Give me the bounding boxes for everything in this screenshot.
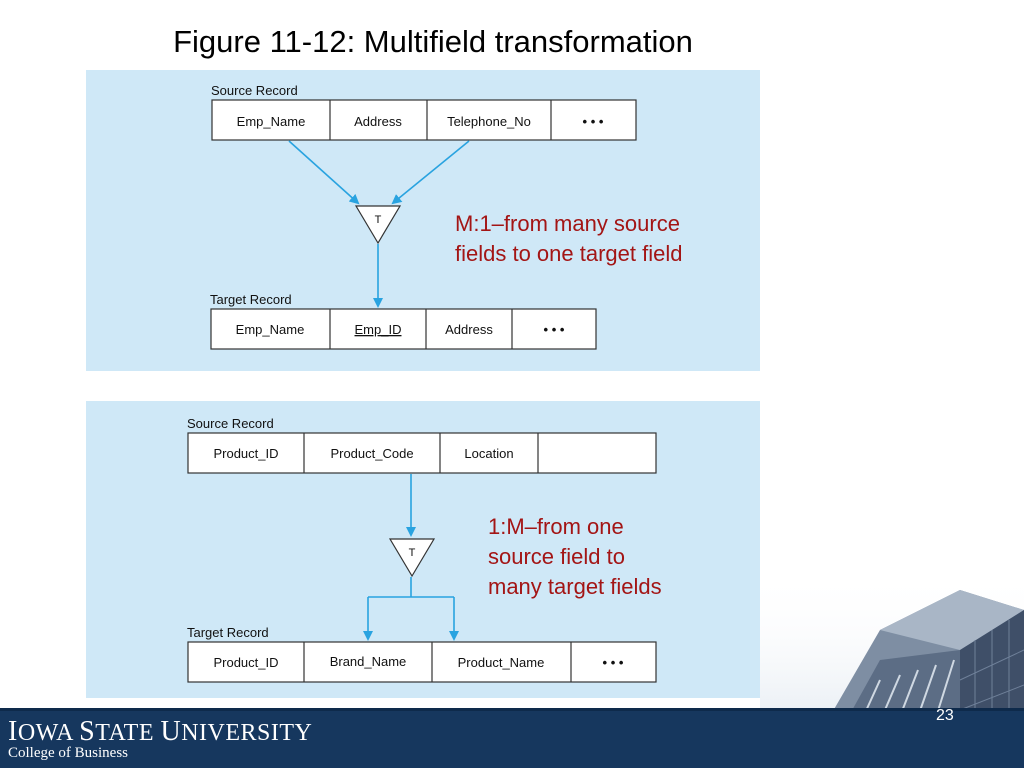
note-many-to-one-line1: M:1–from many source xyxy=(455,211,680,236)
college-name: College of Business xyxy=(8,745,128,761)
arrow-emp-name-to-transform xyxy=(288,140,360,205)
source-record-label: Source Record xyxy=(211,83,298,98)
source-field-location: Location xyxy=(464,446,513,461)
footer-top-rule xyxy=(0,708,1024,712)
university-wordmark: IOWA STATE UNIVERSITY xyxy=(8,716,313,747)
target-record: Product_ID Brand_Name Product_Name • • • xyxy=(187,641,657,683)
target-field-product-id: Product_ID xyxy=(213,655,278,670)
source-record-box xyxy=(211,99,637,141)
note-one-to-many: 1:M–from one source field to many target… xyxy=(488,512,662,602)
note-one-to-many-line3: many target fields xyxy=(488,574,662,599)
diagram-one-to-many: Source Record Product_ID Product_Code Lo… xyxy=(187,416,657,683)
diagram-many-to-one: Source Record Emp_Name Address Telephone… xyxy=(210,83,637,350)
transform-label: T xyxy=(375,214,382,226)
source-record-box xyxy=(187,432,657,474)
note-many-to-one-line2: fields to one target field xyxy=(455,241,683,266)
target-record-box xyxy=(187,641,657,683)
target-record-box xyxy=(210,308,597,350)
source-field-telephone-no: Telephone_No xyxy=(447,114,531,129)
target-field-emp-id: Emp_ID xyxy=(355,322,402,337)
note-one-to-many-line1: 1:M–from one xyxy=(488,514,624,539)
source-record: Product_ID Product_Code Location xyxy=(187,432,657,474)
target-field-ellipsis: • • • xyxy=(544,322,565,337)
source-field-product-id: Product_ID xyxy=(213,446,278,461)
note-one-to-many-line2: source field to xyxy=(488,544,625,569)
target-record-label: Target Record xyxy=(187,625,269,640)
target-field-emp-name: Emp_Name xyxy=(236,322,305,337)
arrow-telephone-to-transform xyxy=(391,140,470,205)
transform-label: T xyxy=(409,547,416,559)
source-record-label: Source Record xyxy=(187,416,274,431)
source-field-product-code: Product_Code xyxy=(330,446,413,461)
target-field-address: Address xyxy=(445,322,493,337)
target-record-label: Target Record xyxy=(210,292,292,307)
target-field-product-name: Product_Name xyxy=(458,655,545,670)
source-field-emp-name: Emp_Name xyxy=(237,114,306,129)
note-many-to-one: M:1–from many source fields to one targe… xyxy=(455,209,682,269)
diagram-panel-many-to-one: Source Record Emp_Name Address Telephone… xyxy=(86,70,760,371)
source-record: Emp_Name Address Telephone_No • • • xyxy=(211,99,637,141)
page-number: 23 xyxy=(936,707,954,724)
footer-bar xyxy=(0,711,1024,768)
target-record: Emp_Name Emp_ID Address • • • xyxy=(210,308,597,350)
transform-triangle-icon xyxy=(388,538,436,578)
diagram-panel-one-to-many: Source Record Product_ID Product_Code Lo… xyxy=(86,401,760,698)
source-field-address: Address xyxy=(354,114,402,129)
slide-title: Figure 11-12: Multifield transformation xyxy=(173,24,693,59)
target-field-brand-name: Brand_Name xyxy=(330,654,407,669)
source-field-ellipsis: • • • xyxy=(583,114,604,129)
target-field-ellipsis: • • • xyxy=(603,655,624,670)
transform-triangle-icon xyxy=(354,205,402,245)
